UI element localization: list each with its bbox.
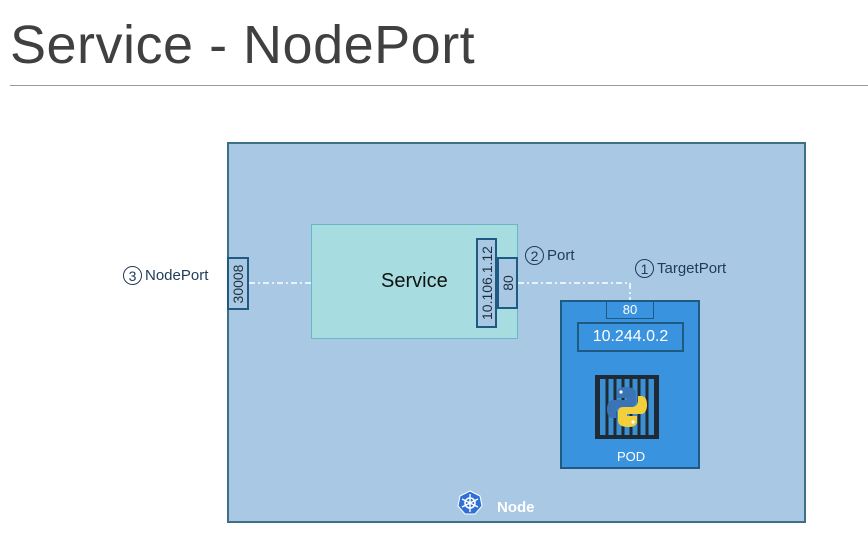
kubernetes-wheel-icon xyxy=(457,490,483,515)
service-port: 80 xyxy=(499,275,516,291)
annotation-number: 3 xyxy=(123,266,142,285)
annotation-port: 2 Port xyxy=(525,246,575,265)
pod-ip: 10.244.0.2 xyxy=(592,328,669,345)
node-label: Node xyxy=(497,499,535,516)
annotation-label: TargetPort xyxy=(657,260,727,277)
pod-ip-box: 10.244.0.2 xyxy=(577,322,684,352)
slide-title: Service - NodePort xyxy=(10,15,476,75)
python-container-icon xyxy=(595,375,659,439)
pod-label: POD xyxy=(617,449,646,464)
pod-port-box: 80 xyxy=(606,300,654,319)
node-port-box: 30008 xyxy=(227,257,249,310)
node-port-value: 30008 xyxy=(230,264,246,303)
service-cluster-ip: 10.106.1.12 xyxy=(478,246,495,320)
annotation-number: 1 xyxy=(635,259,654,278)
pod-port: 80 xyxy=(622,302,638,317)
title-divider xyxy=(10,85,868,86)
annotation-label: NodePort xyxy=(145,267,209,284)
annotation-nodeport: 3 NodePort xyxy=(123,266,208,285)
service-port-box: 80 xyxy=(497,257,518,309)
service-label: Service xyxy=(381,270,448,292)
annotation-number: 2 xyxy=(525,246,544,265)
annotation-label: Port xyxy=(547,247,575,264)
service-cluster-ip-box: 10.106.1.12 xyxy=(476,238,497,328)
annotation-targetport: 1 TargetPort xyxy=(635,259,726,278)
